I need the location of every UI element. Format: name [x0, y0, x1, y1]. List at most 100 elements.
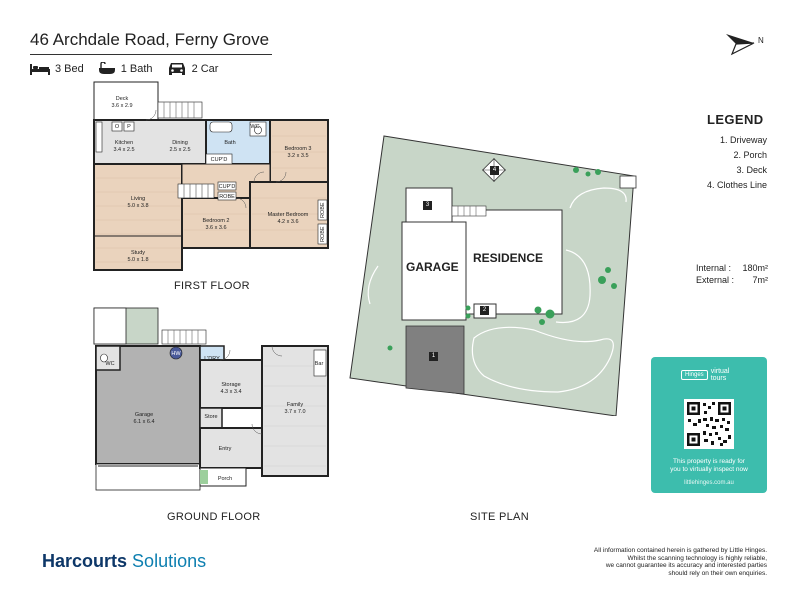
- ground-floor-plan: [93, 307, 329, 491]
- virtual-tour-url[interactable]: littlehinges.com.au: [684, 480, 734, 486]
- site-plan-label: SITE PLAN: [470, 511, 529, 523]
- robe-box-1: [217, 191, 237, 201]
- garage-apron: [95, 463, 201, 491]
- bedroom-3-floor: [269, 119, 329, 183]
- tree-markers: [387, 167, 617, 351]
- ground-door-swings: [219, 345, 283, 435]
- kitchen-bench: [95, 121, 103, 153]
- oven-box: [111, 121, 123, 132]
- toilet-bowl: [254, 125, 262, 135]
- legend-item: 3. Deck: [736, 165, 767, 175]
- label-pantry: P: [127, 124, 131, 130]
- feature-car-label: 2 Car: [191, 62, 219, 75]
- bath-icon: [98, 62, 115, 74]
- label-hw: HW: [171, 351, 181, 357]
- bathtub: [209, 121, 233, 133]
- shed-structure: [619, 175, 637, 189]
- label-entry: Entry: [218, 446, 232, 452]
- lawn-curve-1: [471, 326, 614, 393]
- area-summary: Internal :180m² External :7m²: [696, 262, 768, 286]
- marker-1: 1: [429, 352, 438, 361]
- master-bedroom-floor: [249, 181, 329, 249]
- label-oven: O: [114, 124, 120, 130]
- ground-floor-label: GROUND FLOOR: [167, 511, 261, 523]
- feature-bed-label: 3 Bed: [55, 62, 84, 75]
- first-floor-plan: [93, 81, 329, 271]
- family-tile-grid: [264, 365, 326, 467]
- label-cupd-1: CUP'D: [210, 157, 228, 163]
- feature-bath: 1 Bath: [98, 62, 153, 75]
- internal-area: Internal :180m²: [696, 263, 768, 273]
- internal-stairs: [177, 183, 215, 199]
- cupd-box-1: [205, 153, 233, 165]
- lawn-curve-4: [367, 265, 379, 305]
- lawn-curve-2: [555, 249, 591, 324]
- legend-title: LEGEND: [707, 112, 764, 127]
- site-garage-label: GARAGE: [406, 260, 459, 274]
- property-features: 3 Bed 1 Bath 2 Car: [30, 62, 218, 75]
- property-address: 46 Archdale Road, Ferny Grove: [30, 30, 270, 49]
- site-plan: [349, 135, 637, 416]
- feature-bath-label: 1 Bath: [120, 62, 153, 75]
- storage-room: [199, 359, 263, 409]
- robe-box-2: [317, 199, 328, 221]
- virtual-tour-message: This property is ready for you to virtua…: [670, 458, 748, 473]
- agency-logo: Harcourts Solutions: [42, 551, 206, 572]
- marker-2: 2: [480, 306, 489, 315]
- legend-item: 1. Driveway: [719, 135, 767, 145]
- bed-icon: [30, 63, 50, 75]
- brand-solutions: Solutions: [132, 551, 207, 571]
- bar-counter: [313, 349, 327, 377]
- marker-4: 4: [490, 166, 499, 175]
- north-arrow-icon: [726, 34, 755, 56]
- cupd-box-2: [217, 181, 237, 191]
- car-icon: [168, 63, 185, 75]
- legend-list: 1. Driveway 2. Porch 3. Deck 4. Clothes …: [707, 133, 767, 193]
- room-bath: Bath: [224, 140, 236, 146]
- porch-grass: [200, 470, 208, 484]
- deck-stairs: [157, 101, 203, 119]
- site-residence-label: RESIDENCE: [473, 251, 544, 265]
- ground-deck-top: [93, 307, 127, 345]
- label-store: Store: [204, 414, 218, 420]
- external-area: External :7m²: [696, 275, 768, 285]
- site-deck-stairs: [451, 205, 487, 217]
- hot-water-unit: [169, 346, 183, 360]
- first-floor-label: FIRST FLOOR: [174, 280, 250, 292]
- label-bar: Bar: [314, 361, 324, 367]
- label-ground-wc: WC: [105, 361, 115, 367]
- label-porch: Porch: [217, 476, 233, 482]
- hinges-badge: Hinges: [681, 370, 708, 380]
- wc-room-overlay: [95, 345, 121, 371]
- legend-item: 2. Porch: [733, 150, 767, 160]
- ground-stairs: [161, 329, 207, 345]
- door-swings: [145, 109, 287, 209]
- wood-grain: [96, 135, 326, 263]
- qr-code-icon[interactable]: [684, 399, 734, 449]
- garage-building: [401, 221, 467, 321]
- label-robe-2: ROBE: [319, 202, 326, 219]
- label-laundry: L'DRY: [204, 356, 220, 362]
- ground-toilet-2: [100, 353, 108, 363]
- feature-bed: 3 Bed: [30, 63, 84, 75]
- robe-box-3: [317, 223, 328, 245]
- legend-item: 4. Clothes Line: [706, 180, 767, 190]
- disclaimer: All information contained herein is gath…: [593, 547, 767, 577]
- brand-harcourts: Harcourts: [42, 551, 128, 571]
- feature-car: 2 Car: [167, 62, 219, 75]
- lawn-curve-3: [569, 187, 627, 209]
- label-wc: WC: [250, 124, 260, 130]
